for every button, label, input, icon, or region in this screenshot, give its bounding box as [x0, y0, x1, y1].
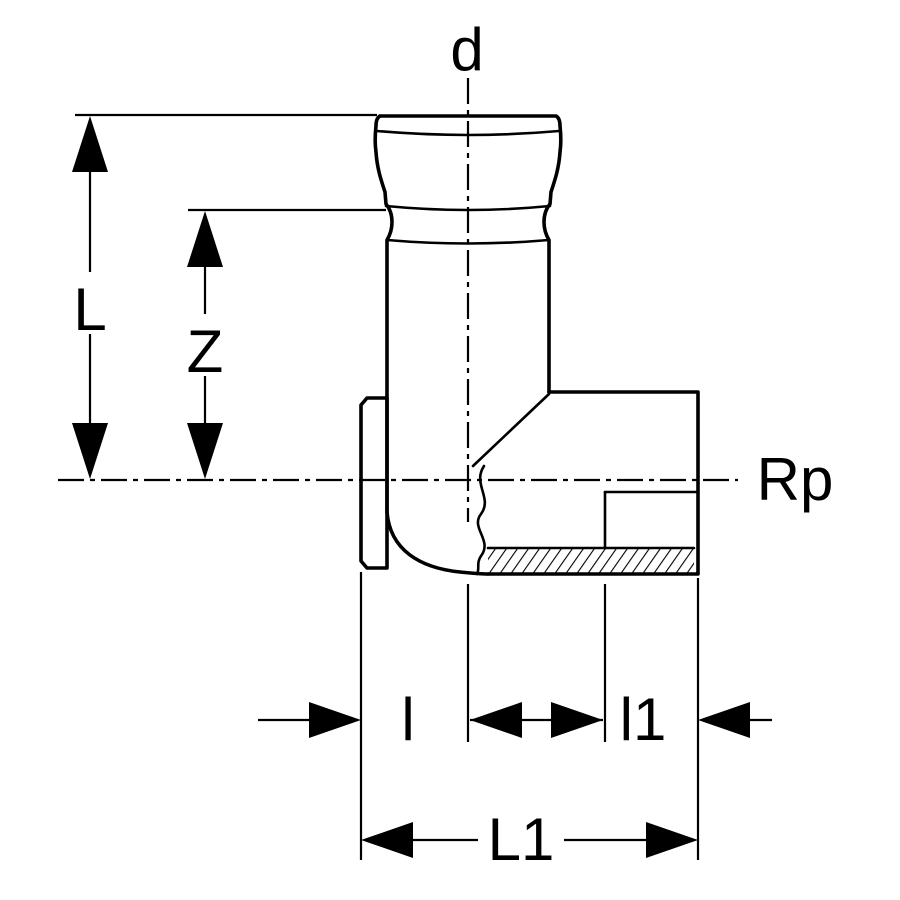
label-L1: L1: [488, 806, 555, 873]
label-l1: l1: [620, 686, 667, 753]
elbow-bottom-curve: [385, 510, 490, 576]
arrowhead-l-left: [309, 702, 361, 738]
dim-L1: L1: [361, 578, 700, 873]
label-l: l: [401, 686, 414, 753]
socket-outline: [373, 114, 563, 514]
free-labels: d Rp: [450, 16, 833, 513]
label-Z: Z: [187, 318, 224, 385]
label-mask-L: [62, 272, 116, 334]
centerlines: [58, 78, 738, 522]
miter-line: [471, 392, 551, 468]
arrowhead-L-up: [72, 116, 108, 172]
outlet-outline: [486, 390, 700, 576]
arrowhead-L1-left: [361, 822, 413, 858]
label-mask-L1: [478, 812, 564, 866]
dim-l1: l1: [470, 584, 772, 753]
arrowhead-L1-right: [646, 822, 698, 858]
socket-step-line-lower: [385, 238, 551, 245]
dim-Z: Z: [177, 208, 386, 479]
socket-mouth-inner-line: [375, 129, 561, 137]
dim-L: L: [62, 113, 377, 479]
arrowhead-Z-down: [187, 423, 223, 479]
arrowhead-L-down: [72, 423, 108, 479]
arrowhead-l1-left: [551, 702, 603, 738]
label-d: d: [450, 16, 483, 83]
socket-step-line-upper: [384, 204, 552, 212]
label-mask-Z: [177, 314, 233, 376]
fitting-body: [359, 114, 700, 576]
label-Rp: Rp: [757, 446, 834, 513]
label-L: L: [73, 276, 106, 343]
arrowhead-l1-right: [698, 702, 750, 738]
break-line: [475, 464, 487, 576]
thread-hatch: [488, 549, 694, 573]
arrowhead-Z-up: [187, 211, 223, 267]
flange-outline: [359, 396, 389, 570]
